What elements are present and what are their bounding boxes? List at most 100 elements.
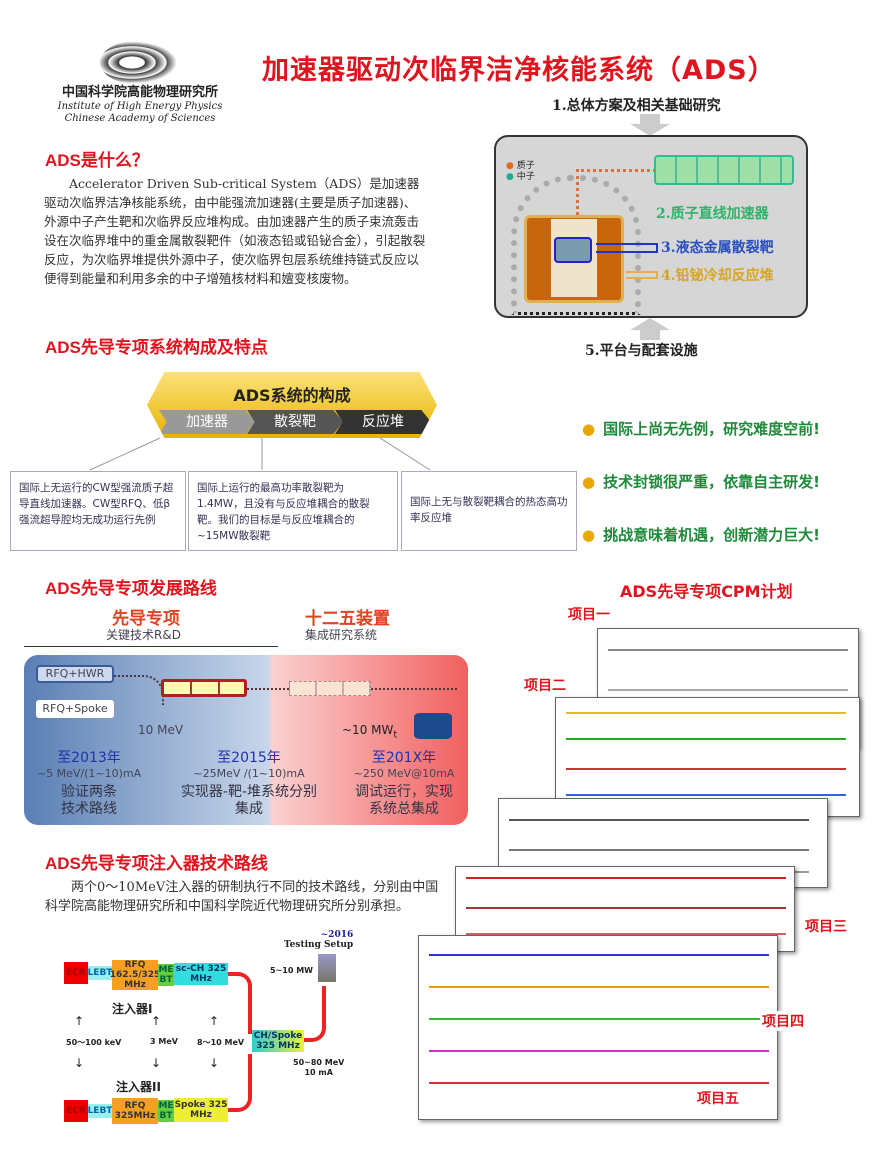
reactor-arrow xyxy=(626,271,658,279)
milestone-desc: 验证两条 xyxy=(61,784,117,800)
milestone-desc: 技术路线 xyxy=(61,801,117,817)
spoke-module: Spoke 325 MHz xyxy=(174,1098,228,1122)
route-merge-line xyxy=(114,675,164,705)
milestone-201x: 至201X年 ~250 MeV@10mA 调试运行，实现 系统总集成 xyxy=(342,747,466,818)
project-2-label: 项目二 xyxy=(522,675,568,695)
beam-arrow xyxy=(304,986,326,1042)
injector-heading: ADS先导专项注入器技术路线 xyxy=(45,854,268,873)
power-sub: t xyxy=(393,729,398,741)
project-5-label: 项目五 xyxy=(695,1088,741,1108)
milestone-spec: ~5 MeV/(1~10)mA xyxy=(36,767,142,780)
linac-graphic xyxy=(654,155,794,185)
arrow-up-icon: ↑ xyxy=(209,1014,220,1028)
institute-logo: 中国科学院高能物理研究所 Institute of High Energy Ph… xyxy=(50,40,230,132)
composition-title: ADS系统的构成 xyxy=(233,386,351,405)
project-1-label: 项目一 xyxy=(566,604,612,624)
setup-label: Testing Setup xyxy=(284,940,354,950)
cpm-chart-2 xyxy=(555,697,860,817)
milestone-desc: 实现器-靶-堆系统分别 xyxy=(180,784,318,800)
phase1-span xyxy=(24,646,278,647)
composition-heading: ADS先导专项系统构成及特点 xyxy=(45,338,268,357)
label-linac: 2.质子直线加速器 xyxy=(656,206,769,222)
reactor-icon xyxy=(414,713,452,739)
milestone-desc: 调试运行，实现 xyxy=(355,784,453,800)
roadmap-panel: RFQ+HWR RFQ+Spoke 10 MeV ~10 MWt 至2013年 … xyxy=(24,655,468,825)
arrow-down-icon: ↓ xyxy=(151,1056,162,1070)
arrow-down-icon: ↓ xyxy=(209,1056,220,1070)
lebt-module: LEBT xyxy=(87,1104,113,1118)
legend-neutron: 中子 xyxy=(516,172,535,182)
project-3-label: 项目三 xyxy=(803,916,849,936)
mebt-module: ME BT xyxy=(158,964,174,986)
logo-en: Institute of High Energy Physics xyxy=(57,101,223,112)
injector-text: 两个0～10MeV注入器的研制执行不同的技术路线，分别由中国科学院高能物理研究所… xyxy=(45,880,439,914)
arrow-down-icon: ↓ xyxy=(74,1056,85,1070)
target-graphic xyxy=(554,237,592,263)
milestone-2013: 至2013年 ~5 MeV/(1~10)mA 验证两条 技术路线 xyxy=(24,747,154,818)
composition-banner: ADS系统的构成 加速器 散裂靶 反应堆 xyxy=(147,372,437,438)
lebt-module: LEBT xyxy=(87,966,113,980)
beam-line xyxy=(576,169,579,239)
injector-1-label: 注入器I xyxy=(112,1002,153,1016)
logo-en2: Chinese Academy of Sciences xyxy=(64,113,216,124)
injector-diagram: ECR LEBT RFQ 162.5/325 MHz ME BT sc-CH 3… xyxy=(0,930,450,1130)
year-label: ~2016 xyxy=(320,930,354,940)
milestone-year: 至2015年 xyxy=(217,750,281,766)
energy-label: 8～10 MeV xyxy=(197,1038,245,1047)
part-target: 散裂靶 xyxy=(247,410,343,434)
target-arrow xyxy=(596,243,658,253)
arrow-up-icon: ↑ xyxy=(151,1014,162,1028)
diagram-top-label: 1.总体方案及相关基础研究 xyxy=(552,98,721,114)
what-heading: ADS是什么？ xyxy=(45,151,149,170)
beam-line xyxy=(576,169,656,172)
bullet-1: 国际上尚无先例，研究难度空前! xyxy=(582,418,820,439)
feature-target: 国际上运行的最高功率散裂靶为1.4MW，且没有与反应堆耦合的散裂靶。我们的目标是… xyxy=(188,471,398,551)
diagram-bottom-label: 5.平台与配套设施 xyxy=(585,343,698,359)
arrow-up-icon: ↑ xyxy=(74,1014,85,1028)
power-label: ~10 MW xyxy=(342,723,394,737)
power-readout: ~10 MWt xyxy=(342,723,397,740)
energy-label: 10 MeV xyxy=(138,723,184,737)
bullet-2: 技术封锁很严重，依靠自主研发! xyxy=(582,471,820,492)
roadmap-heading: ADS先导专项发展路线 xyxy=(45,579,217,598)
arrow-up-icon xyxy=(630,318,670,340)
system-diagram: ● 质子● 中子 2.质子直线加速器 3.液态金属散裂靶 4.铅铋冷却反应堆 xyxy=(494,135,808,318)
current-label: 10 mA xyxy=(304,1068,333,1077)
milestone-desc: 系统总集成 xyxy=(369,801,439,817)
milestone-year: 至201X年 xyxy=(371,750,437,766)
poster-title: 加速器驱动次临界洁净核能系统（ADS） xyxy=(262,55,776,86)
energy-label: 50～100 keV xyxy=(66,1038,122,1047)
rfq-module: RFQ 325MHz xyxy=(112,1098,158,1124)
route-spoke: RFQ+Spoke xyxy=(36,700,114,718)
bullet-3: 挑战意味着机遇，创新潜力巨大! xyxy=(582,524,820,545)
phase1-sub: 关键技术R&D xyxy=(106,628,181,642)
future-linac xyxy=(289,681,371,696)
milestone-2015: 至2015年 ~25MeV /(1~10)mA 实现器-靶-堆系统分别 集成 xyxy=(164,747,334,818)
linac-segment xyxy=(161,679,247,697)
part-accelerator: 加速器 xyxy=(159,410,255,434)
phase2-title: 十二五装置 xyxy=(305,609,390,629)
power-label: 5~10 MW xyxy=(270,966,313,975)
diagram-legend: ● 质子● 中子 xyxy=(506,161,535,182)
route-hwr: RFQ+HWR xyxy=(36,665,114,683)
beam-arrow xyxy=(228,972,252,1034)
project-4-label: 项目四 xyxy=(760,1011,806,1031)
ch-spoke-module: CH/Spoke 325 MHz xyxy=(252,1030,304,1052)
arrow-down-icon xyxy=(630,114,670,136)
phase2-sub: 集成研究系统 xyxy=(305,628,378,642)
connector-lines xyxy=(89,437,431,471)
milestone-year: 至2013年 xyxy=(57,750,121,766)
energy-arrows: ↑ ↑ ↑ ↓ ↓ ↓ xyxy=(64,1014,264,1074)
feature-reactor: 国际上无与散裂靶耦合的热态高功率反应堆 xyxy=(401,471,577,551)
logo-emblem xyxy=(100,40,180,85)
cpm-heading: ADS先导专项CPM计划 xyxy=(620,582,793,601)
shielding-graphic xyxy=(511,175,641,315)
energy-label: 3 MeV xyxy=(150,1037,178,1046)
label-target: 3.液态金属散裂靶 xyxy=(661,240,774,256)
ecr-module: ECR xyxy=(64,962,88,984)
phase1-title: 先导专项 xyxy=(112,609,180,629)
beam-arrow xyxy=(228,1054,252,1112)
label-reactor: 4.铅铋冷却反应堆 xyxy=(661,268,774,284)
cpm-chart-5 xyxy=(418,935,778,1120)
